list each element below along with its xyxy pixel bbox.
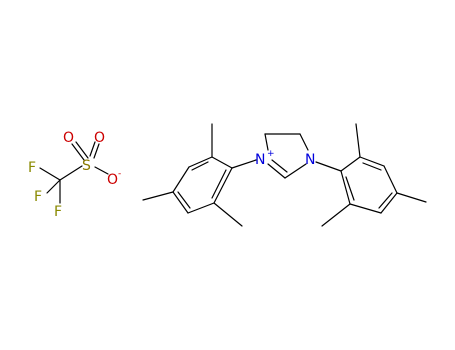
bond-c-f2: [46, 179, 61, 194]
bond-s-o1-a: [71, 143, 85, 161]
atom-o2-label: O: [94, 130, 105, 146]
bond-s-o2-b: [93, 143, 100, 159]
atom-o3-label: O: [107, 172, 118, 188]
triflate-anion: F F F S O O O -: [28, 130, 121, 220]
bond-aromatic: [211, 169, 227, 199]
atom-f3-label: F: [54, 204, 62, 220]
bond-n1-c5: [264, 133, 269, 151]
bond-aromatic: [378, 192, 393, 209]
bond-s-o1-b: [75, 141, 89, 159]
bond-n1-c2-a: [267, 163, 286, 179]
atom-s-label: S: [82, 158, 91, 174]
bond-c4-n3: [299, 133, 309, 151]
methyl-para: [396, 192, 427, 203]
bond-aromatic: [362, 162, 382, 171]
methyl-ortho-bottom: [213, 202, 243, 227]
atom-f1-label: F: [28, 160, 36, 176]
bond-n3-aryl: [315, 161, 342, 172]
bond-c-f1: [39, 167, 61, 181]
bond-s-o3: [94, 166, 109, 175]
atom-f2-label: F: [34, 189, 42, 205]
bond: [340, 156, 361, 172]
bond: [380, 192, 398, 214]
bond-aromatic: [191, 161, 209, 171]
bond-s-o2-a: [89, 141, 96, 157]
bond: [213, 167, 233, 204]
bond: [340, 170, 351, 205]
bond: [211, 156, 233, 169]
bond-c2-n3: [284, 163, 307, 179]
methyl-ortho-top: [355, 123, 361, 158]
bond: [383, 165, 398, 194]
bond: [359, 156, 385, 167]
bond-n1-c2-b: [271, 159, 288, 173]
bond: [187, 202, 215, 214]
methyl-para: [142, 191, 174, 201]
right-mesityl-group: [321, 123, 427, 227]
bond: [172, 166, 190, 193]
bond-c-s: [59, 165, 83, 181]
bond-n1-aryl: [231, 159, 257, 169]
bond: [172, 191, 189, 214]
atom-n1-label: N: [255, 152, 265, 168]
methyl-ortho-bottom: [321, 203, 351, 227]
bond-aromatic: [345, 176, 355, 201]
iminium-charge: +: [267, 149, 275, 159]
left-mesityl-group: [142, 123, 243, 227]
oxide-charge: -: [118, 169, 121, 179]
imidazolinium-cation: N + N: [142, 123, 427, 227]
bond-aromatic: [177, 191, 191, 209]
atom-o1-label: O: [63, 130, 74, 146]
atom-n3-label: N: [305, 152, 315, 168]
bond: [349, 203, 382, 214]
bond: [188, 156, 213, 168]
